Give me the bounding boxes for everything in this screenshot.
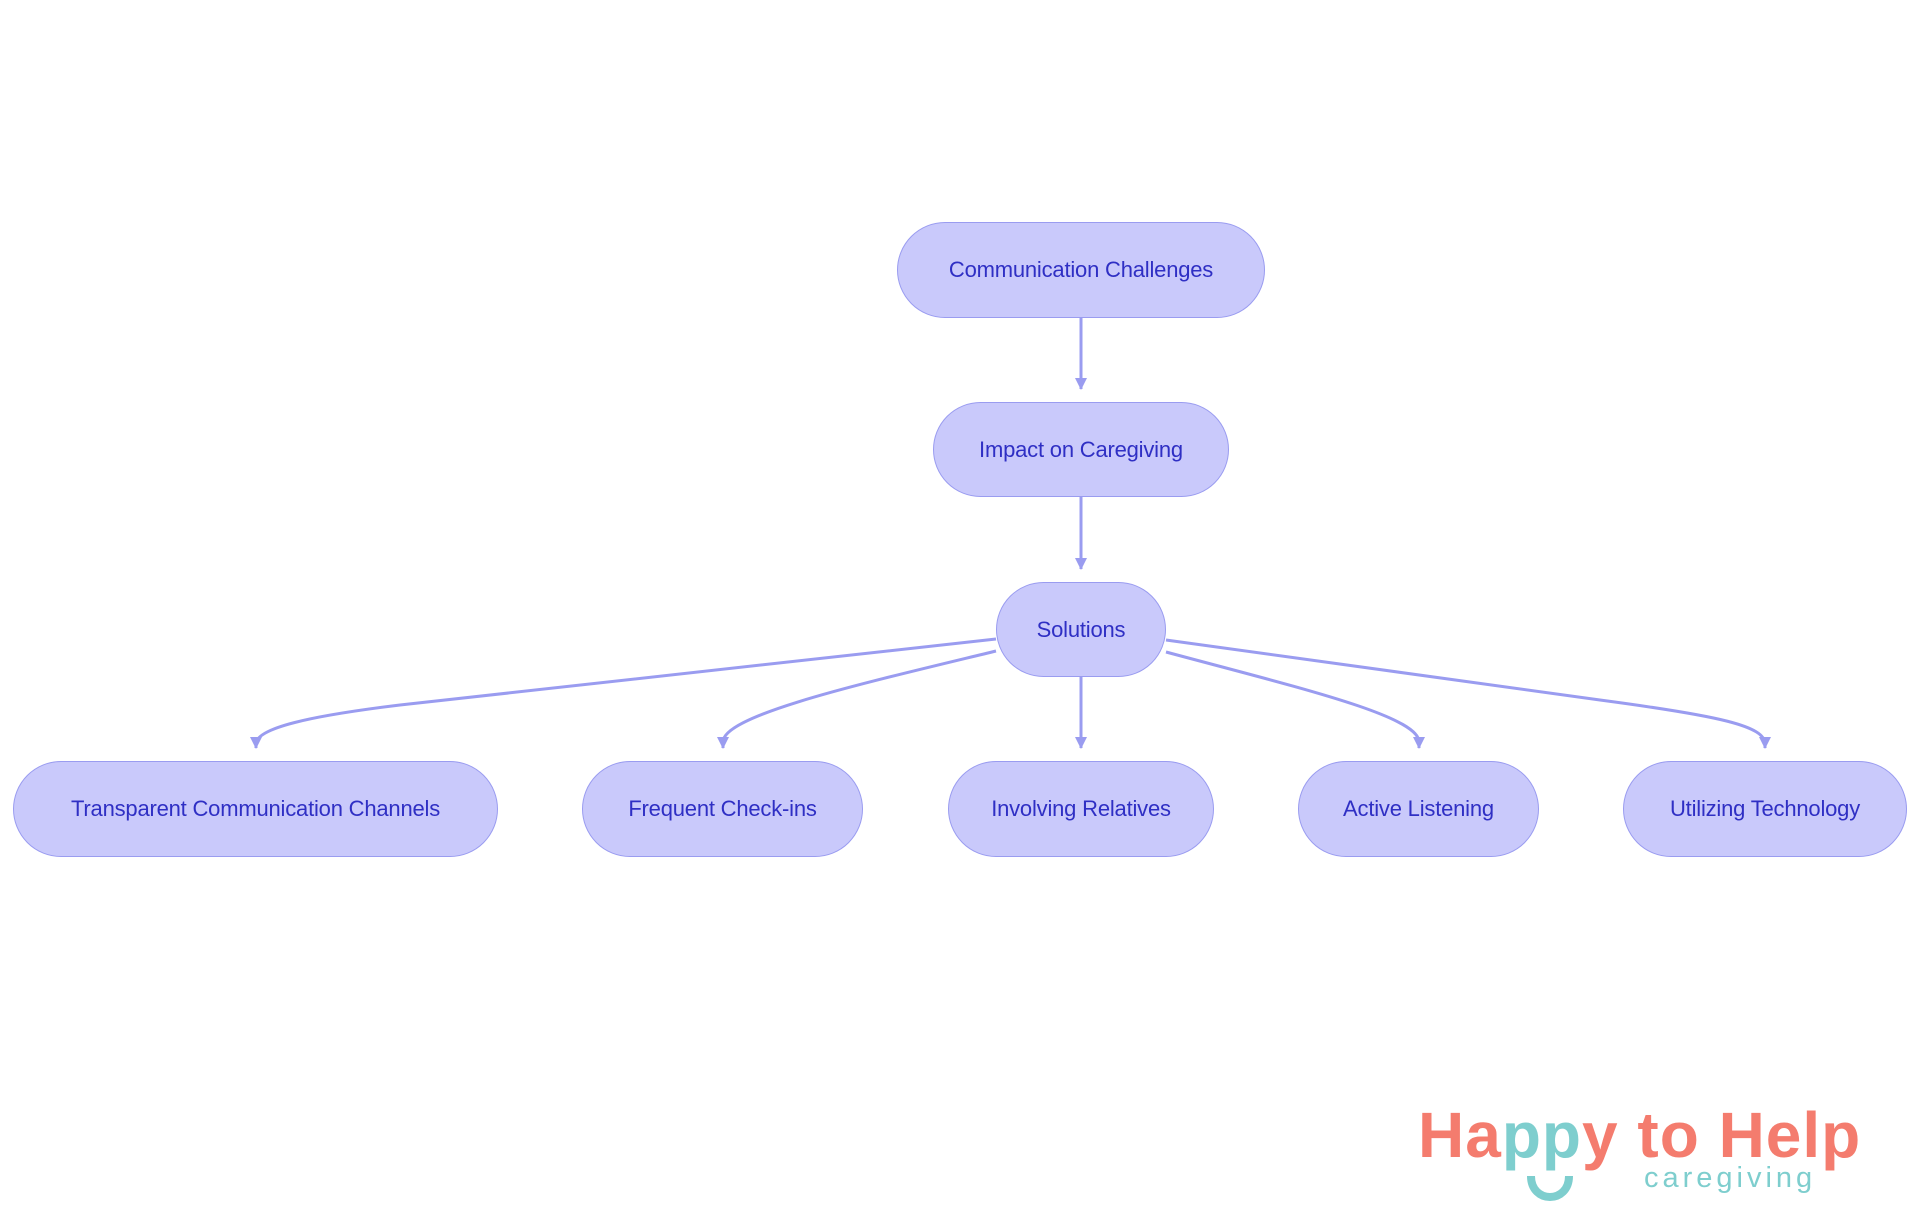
edge-solutions-to-technology xyxy=(1165,638,1771,749)
edge-solutions-to-checkins xyxy=(717,649,997,749)
node-communication-challenges[interactable]: Communication Challenges xyxy=(897,222,1265,318)
logo-text-part2: pp xyxy=(1501,1099,1582,1171)
node-utilizing-technology[interactable]: Utilizing Technology xyxy=(1623,761,1907,857)
node-label: Utilizing Technology xyxy=(1669,796,1861,821)
edge-solutions-to-transparent xyxy=(250,637,997,749)
node-label: Active Listening xyxy=(1343,796,1494,821)
node-label: Involving Relatives xyxy=(991,796,1171,821)
node-impact-on-caregiving[interactable]: Impact on Caregiving xyxy=(933,402,1229,497)
logo-wordmark: Happy to Help xyxy=(1418,1100,1861,1170)
node-active-listening[interactable]: Active Listening xyxy=(1298,761,1539,857)
node-involving-relatives[interactable]: Involving Relatives xyxy=(948,761,1214,857)
smile-icon xyxy=(1527,1175,1573,1201)
node-transparent-communication-channels[interactable]: Transparent Communication Channels xyxy=(13,761,498,857)
node-label: Impact on Caregiving xyxy=(979,436,1183,462)
edge-solutions-to-listening xyxy=(1165,650,1425,749)
node-solutions[interactable]: Solutions xyxy=(996,582,1166,677)
node-label: Solutions xyxy=(1036,616,1126,642)
node-label: Frequent Check-ins xyxy=(628,796,817,821)
node-frequent-check-ins[interactable]: Frequent Check-ins xyxy=(582,761,863,857)
happy-to-help-logo: Happy to Help caregiving xyxy=(1418,1100,1898,1210)
node-label: Communication Challenges xyxy=(948,257,1214,282)
logo-text-part3: y to Help xyxy=(1582,1099,1862,1171)
logo-subtitle: caregiving xyxy=(1644,1162,1817,1194)
logo-text-part1: Ha xyxy=(1418,1099,1502,1171)
node-label: Transparent Communication Channels xyxy=(70,796,440,821)
